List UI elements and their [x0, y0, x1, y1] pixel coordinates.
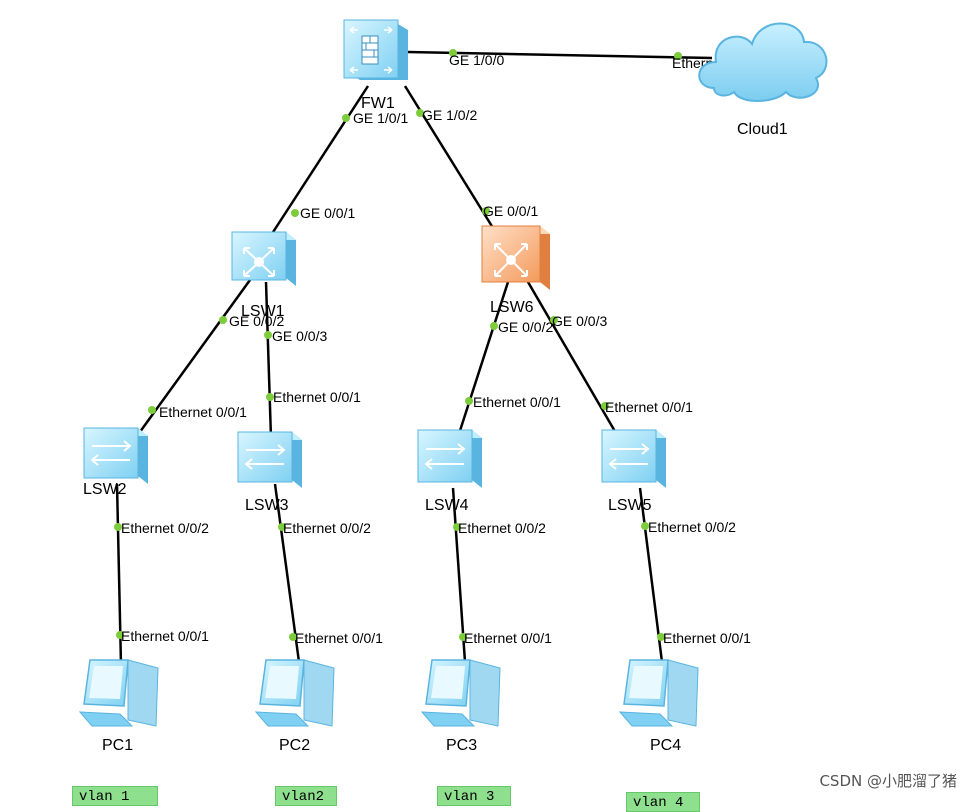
- port-dots: [114, 49, 682, 641]
- access-switch-icon: [601, 429, 666, 488]
- port-label-lsw4-eth002: Ethernet 0/0/2: [458, 520, 546, 536]
- pc1-label: PC1: [102, 737, 133, 754]
- port-label-pc2-eth001: Ethernet 0/0/1: [295, 630, 383, 646]
- lsw4-label: LSW4: [425, 497, 469, 514]
- pc4-label: PC4: [650, 737, 681, 754]
- port-dot: [219, 316, 227, 324]
- port-dot: [550, 316, 558, 324]
- port-label-lsw1-ge002: GE 0/0/2: [229, 313, 284, 329]
- port-dot: [459, 633, 467, 641]
- link-fw1-lsw1[interactable]: [262, 85, 370, 247]
- port-label-pc4-eth001: Ethernet 0/0/1: [663, 630, 751, 646]
- cloud-icon: [698, 22, 828, 102]
- fw1-device[interactable]: FW1: [343, 19, 408, 112]
- pc-icon: [420, 659, 501, 727]
- port-label-lsw3-eth002: Ethernet 0/0/2: [283, 520, 371, 536]
- vlan-tag-pc4: vlan 4: [626, 792, 700, 812]
- lsw5-device[interactable]: LSW5: [601, 429, 666, 514]
- port-dot: [266, 393, 274, 401]
- cloud1-label: Cloud1: [737, 121, 788, 138]
- port-label-fw1-ge100: GE 1/0/0: [449, 52, 504, 68]
- pc2-label: PC2: [279, 737, 310, 754]
- port-label-lsw3-eth001: Ethernet 0/0/1: [273, 389, 361, 405]
- port-label-fw1-ge101: GE 1/0/1: [353, 110, 408, 126]
- pc-icon: [78, 659, 159, 727]
- lsw6-device[interactable]: LSW6: [481, 225, 550, 316]
- core-switch-icon: [481, 225, 550, 290]
- port-label-lsw6-ge003: GE 0/0/3: [552, 313, 607, 329]
- port-dot: [148, 406, 156, 414]
- watermark: CSDN @小肥溜了猪: [819, 772, 957, 790]
- port-dot: [465, 397, 473, 405]
- vlan-tag-pc2: vlan2: [275, 786, 337, 806]
- lsw3-device[interactable]: LSW3: [237, 431, 302, 514]
- pc2-device[interactable]: PC2: [254, 659, 335, 754]
- port-label-lsw6-ge002: GE 0/0/2: [498, 319, 553, 335]
- port-dot: [264, 331, 272, 339]
- lsw5-label: LSW5: [608, 497, 652, 514]
- port-label-fw1-ge102: GE 1/0/2: [422, 107, 477, 123]
- lsw6-label: LSW6: [490, 299, 534, 316]
- port-label-lsw6-ge001: GE 0/0/1: [483, 203, 538, 219]
- firewall-icon: [343, 19, 408, 80]
- port-label-lsw1-ge001: GE 0/0/1: [300, 205, 355, 221]
- lsw4-device[interactable]: LSW4: [417, 429, 482, 514]
- fw1-label: FW1: [361, 95, 395, 112]
- pc3-device[interactable]: PC3: [420, 659, 501, 754]
- port-dot: [278, 523, 286, 531]
- lsw2-device[interactable]: LSW2: [83, 427, 148, 498]
- pc-icon: [618, 659, 699, 727]
- port-dot: [601, 402, 609, 410]
- link-lsw5-pc4[interactable]: [638, 487, 664, 663]
- vlan-tag-pc3: vlan 3: [437, 786, 511, 806]
- port-label-lsw2-eth002: Ethernet 0/0/2: [121, 520, 209, 536]
- port-dot: [289, 633, 297, 641]
- link-lsw6-lsw4[interactable]: [455, 281, 510, 441]
- port-dot: [116, 631, 124, 639]
- port-label-lsw1-ge003: GE 0/0/3: [272, 328, 327, 344]
- port-label-lsw2-eth001: Ethernet 0/0/1: [159, 404, 247, 420]
- port-label-pc3-eth001: Ethernet 0/0/1: [464, 630, 552, 646]
- port-dot: [657, 633, 665, 641]
- pc4-device[interactable]: PC4: [618, 659, 699, 754]
- pc-icon: [254, 659, 335, 727]
- link-lsw3-pc2[interactable]: [273, 483, 301, 663]
- port-dot: [416, 109, 424, 117]
- access-switch-icon: [83, 427, 148, 484]
- core-switch-icon: [231, 231, 296, 286]
- port-dot: [449, 49, 457, 57]
- links: [115, 50, 713, 666]
- port-dot: [482, 207, 490, 215]
- access-switch-icon: [237, 431, 302, 488]
- port-dot: [490, 322, 498, 330]
- pc1-device[interactable]: PC1: [78, 659, 159, 754]
- port-label-lsw4-eth001: Ethernet 0/0/1: [473, 394, 561, 410]
- access-switch-icon: [417, 429, 482, 488]
- lsw1-device[interactable]: LSW1: [231, 231, 296, 320]
- cloud1-device[interactable]: Cloud1: [698, 22, 828, 139]
- vlan-tag-pc1: vlan 1: [72, 786, 158, 806]
- port-dot: [114, 523, 122, 531]
- link-fw1-cloud1[interactable]: [407, 50, 713, 60]
- link-lsw6-lsw5[interactable]: [526, 281, 622, 441]
- link-lsw1-lsw3[interactable]: [264, 281, 273, 439]
- lsw1-label: LSW1: [241, 303, 285, 320]
- pc3-label: PC3: [446, 737, 477, 754]
- lsw2-label: LSW2: [83, 481, 127, 498]
- port-label-pc1-eth001: Ethernet 0/0/1: [121, 628, 209, 644]
- port-dot: [291, 209, 299, 217]
- port-labels: GE 1/0/0 Ethernet 0/0/1 GE 1/0/1 GE 0/0/…: [121, 52, 760, 646]
- lsw3-label: LSW3: [245, 497, 289, 514]
- port-label-lsw5-eth002: Ethernet 0/0/2: [648, 519, 736, 535]
- port-dot: [641, 522, 649, 530]
- port-dot: [674, 52, 682, 60]
- port-label-lsw5-eth001: Ethernet 0/0/1: [605, 399, 693, 415]
- port-dot: [453, 523, 461, 531]
- port-dot: [342, 114, 350, 122]
